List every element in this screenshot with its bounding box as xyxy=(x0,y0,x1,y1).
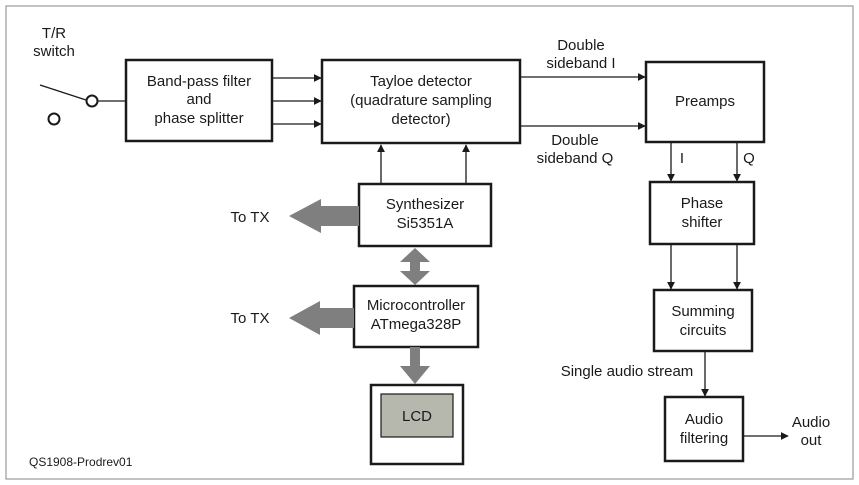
synthesizer-line1: Synthesizer xyxy=(386,196,464,213)
tayloe-line2: (quadrature sampling xyxy=(350,92,492,109)
microcontroller-line2: ATmega328P xyxy=(371,316,462,333)
audio-filtering-line1: Audio xyxy=(685,411,723,428)
summing-line1: Summing xyxy=(671,303,734,320)
diagram-border xyxy=(5,5,854,480)
to-tx-label-2: To TX xyxy=(231,310,270,327)
summing-circuits-block: Summing circuits xyxy=(652,288,754,353)
phase-shifter-line1: Phase xyxy=(681,195,724,212)
dsb-q-label-line1: Double xyxy=(551,132,599,149)
tayloe-detector-box xyxy=(320,58,522,145)
q-label: Q xyxy=(743,150,755,167)
switch-blade xyxy=(39,84,87,101)
bandpass-line2: and xyxy=(186,91,211,108)
tayloe-line1: Tayloe detector xyxy=(370,73,472,90)
synth-mcu-thick-arrow xyxy=(400,248,430,285)
to-tx-label-1: To TX xyxy=(231,209,270,226)
switch-contact-lower xyxy=(47,112,61,126)
preamps-box xyxy=(644,60,766,144)
synth-to-tx-thick-arrow xyxy=(289,199,359,233)
single-audio-label: Single audio stream xyxy=(561,363,694,380)
audio-filtering-line2: filtering xyxy=(680,430,728,447)
lcd-label: LCD xyxy=(402,408,432,425)
switch-label-line1: T/R xyxy=(42,25,66,42)
summing-line2: circuits xyxy=(680,322,727,339)
dsb-i-label-line1: Double xyxy=(557,37,605,54)
mcu-to-lcd-thick-arrow xyxy=(400,347,430,384)
lcd-screen xyxy=(380,393,454,438)
lcd-block: LCD xyxy=(369,383,465,466)
preamps-label: Preamps xyxy=(675,93,735,110)
i-label: I xyxy=(680,150,684,167)
synthesizer-box xyxy=(357,182,493,248)
synthesizer-line2: Si5351A xyxy=(397,215,454,232)
tr-switch: T/R switch xyxy=(33,25,126,126)
switch-label-line2: switch xyxy=(33,43,75,60)
audio-filtering-block: Audio filtering xyxy=(663,395,745,463)
microcontroller-block: Microcontroller ATmega328P xyxy=(352,284,480,349)
summing-circuits-box xyxy=(652,288,754,353)
phase-shifter-box xyxy=(648,180,756,246)
bandpass-line3: phase splitter xyxy=(154,110,243,127)
audio-filtering-box xyxy=(663,395,745,463)
audio-out-line1: Audio xyxy=(792,414,830,431)
audio-out-line2: out xyxy=(801,432,823,449)
tayloe-line3: detector) xyxy=(391,111,450,128)
mcu-to-tx-thick-arrow xyxy=(289,301,354,335)
bandpass-line1: Band-pass filter xyxy=(147,73,251,90)
microcontroller-box xyxy=(352,284,480,349)
dsb-q-label-line2: sideband Q xyxy=(537,150,614,167)
phase-shifter-block: Phase shifter xyxy=(648,180,756,246)
phase-shifter-line2: shifter xyxy=(682,214,723,231)
figure-credit: QS1908-Prodrev01 xyxy=(29,455,133,469)
bandpass-filter-block: Band-pass filter and phase splitter xyxy=(124,58,274,143)
microcontroller-line1: Microcontroller xyxy=(367,297,465,314)
preamps-block: Preamps xyxy=(644,60,766,144)
bandpass-filter-box xyxy=(124,58,274,143)
synthesizer-block: Synthesizer Si5351A xyxy=(357,182,493,248)
tayloe-detector-block: Tayloe detector (quadrature sampling det… xyxy=(320,58,522,145)
switch-contact-upper xyxy=(85,94,99,108)
dsb-i-label-line2: sideband I xyxy=(546,55,615,72)
